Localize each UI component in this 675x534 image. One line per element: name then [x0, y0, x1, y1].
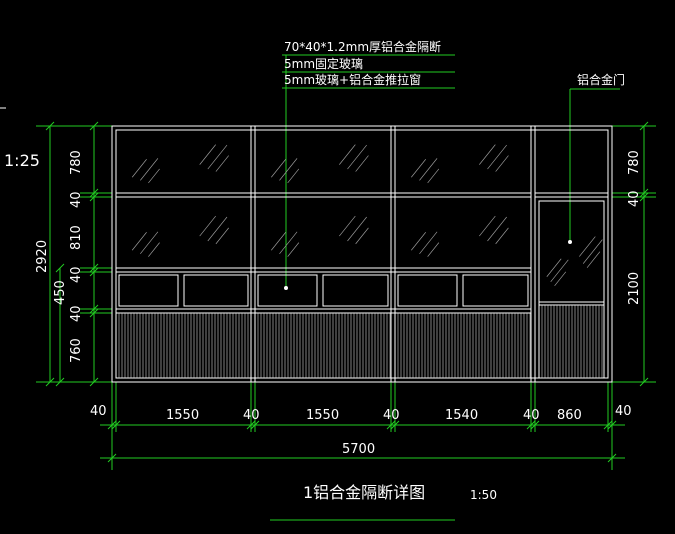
glass-reflection-stroke: [148, 242, 160, 257]
dim-40-left-a: 40: [69, 191, 84, 208]
dim-2100-right: 2100: [627, 272, 642, 305]
glass-reflection-stroke: [546, 258, 562, 277]
glass-reflection-stroke: [487, 144, 507, 170]
glass-reflection-stroke: [287, 242, 300, 257]
dim-40-right: 40: [627, 190, 642, 207]
extension-lines: [36, 125, 656, 383]
right-dimension-texts: 780 40 2100: [627, 150, 642, 305]
glass-reflection-stroke: [287, 168, 300, 184]
dim-40-bottom-c: 40: [383, 408, 400, 423]
glass-reflection-stroke: [339, 144, 356, 165]
glass-reflection-stroke: [347, 144, 367, 170]
glass-reflections: [131, 144, 603, 287]
dim-780-right: 780: [627, 150, 642, 175]
annotation-sliding-window: 5mm玻璃+铝合金推拉窗: [284, 72, 421, 87]
glass-reflection-stroke: [586, 251, 601, 268]
glass-reflection-stroke: [271, 159, 286, 178]
scale-label-left: 1:25: [4, 151, 40, 170]
glass-reflection-stroke: [411, 232, 426, 251]
glass-reflection-stroke: [411, 159, 426, 178]
glass-reflection-stroke: [207, 144, 228, 170]
dim-40-bottom-e: 40: [615, 404, 632, 419]
annotation-partition: 70*40*1.2mm厚铝合金隔断: [284, 39, 441, 54]
bottom-dimension-texts: 40 1550 40 1550 40 1540 40 860 40 5700: [90, 404, 632, 457]
left-dimension-lines: [45, 121, 99, 387]
annotation-door: 铝合金门: [577, 72, 625, 87]
glass-reflection-stroke: [355, 227, 369, 245]
louvre-panels: [118, 305, 603, 378]
glass-reflection-stroke: [419, 158, 438, 181]
glass-reflection-stroke: [495, 155, 509, 172]
dim-5700: 5700: [342, 442, 375, 457]
dim-40-left-b: 40: [69, 266, 84, 283]
annotation-group: 70*40*1.2mm厚铝合金隔断 5mm固定玻璃 5mm玻璃+铝合金推拉窗 铝…: [282, 39, 625, 290]
dim-1550-a: 1550: [166, 408, 199, 423]
leader-dot: [284, 286, 288, 290]
glass-reflection-stroke: [487, 216, 507, 242]
glass-reflection-stroke: [427, 168, 440, 184]
dim-40-left-c: 40: [69, 305, 84, 322]
dim-760-left: 760: [69, 338, 84, 363]
partition-frame: [111, 125, 613, 383]
glass-reflection-stroke: [479, 144, 496, 165]
glass-reflection-stroke: [140, 231, 159, 255]
glass-reflection-stroke: [279, 231, 298, 255]
drawing-title: 1铝合金隔断详图: [303, 483, 425, 502]
right-dimension-lines: [639, 121, 649, 387]
glass-reflection-stroke: [148, 168, 160, 184]
glass-reflection-stroke: [419, 231, 438, 255]
glass-reflection-stroke: [215, 155, 229, 172]
glass-reflection-stroke: [479, 215, 496, 237]
glass-reflection-stroke: [279, 158, 298, 181]
glass-reflection-stroke: [215, 227, 229, 245]
drawing-scale: 1:50: [470, 488, 497, 502]
dim-860: 860: [557, 408, 582, 423]
dim-40-bottom-d: 40: [523, 408, 540, 423]
dim-40-bottom-b: 40: [243, 408, 260, 423]
dim-780-left: 780: [69, 150, 84, 175]
glass-reflection-stroke: [131, 159, 147, 178]
glass-reflection-stroke: [199, 144, 216, 165]
glass-reflection-stroke: [355, 155, 369, 172]
glass-reflection-stroke: [207, 216, 228, 242]
left-dimension-texts: 780 40 810 40 40 760 2920 450: [35, 150, 84, 363]
glass-reflection-stroke: [271, 232, 286, 251]
bottom-dimension-lines: [100, 382, 625, 470]
glass-reflection-stroke: [131, 232, 147, 251]
dim-1540: 1540: [445, 408, 478, 423]
dim-2920: 2920: [35, 240, 50, 273]
glass-reflection-stroke: [347, 216, 367, 242]
dim-1550-b: 1550: [306, 408, 339, 423]
glass-reflection-stroke: [554, 271, 567, 287]
glass-reflection-stroke: [339, 215, 356, 237]
annotation-fixed-glass: 5mm固定玻璃: [284, 56, 363, 71]
glass-reflection-stroke: [199, 215, 216, 237]
dim-40-bottom-a: 40: [90, 404, 107, 419]
glass-reflection-stroke: [550, 259, 569, 283]
glass-reflection-stroke: [427, 242, 440, 257]
glass-reflection-stroke: [582, 239, 603, 264]
glass-reflection-stroke: [495, 227, 509, 245]
dim-450: 450: [53, 280, 68, 305]
dim-810-left: 810: [69, 225, 84, 250]
glass-reflection-stroke: [579, 236, 596, 257]
glass-reflection-stroke: [140, 158, 159, 181]
